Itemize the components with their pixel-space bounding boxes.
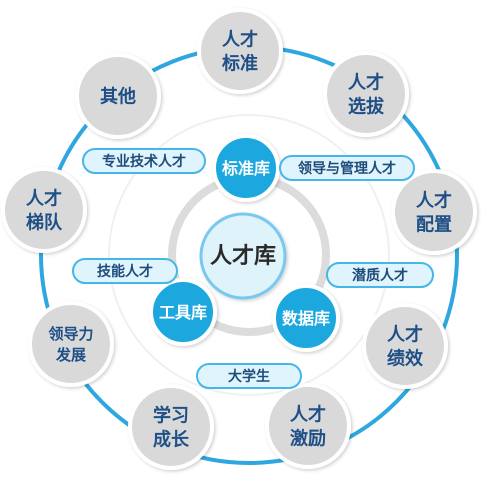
outer-node-label-leadership-development-1: 领导力 (47, 325, 93, 343)
tag-label-college-students: 大学生 (228, 368, 270, 385)
outer-node-others (75, 53, 161, 139)
outer-node-label-talent-performance-1: 人才 (387, 323, 423, 345)
outer-node-label-talent-echelon-2: 梯队 (26, 211, 63, 233)
tag-leadership-management (279, 155, 415, 181)
center-node (199, 212, 287, 300)
outer-node-label-talent-allocation-2: 配置 (416, 214, 452, 235)
outer-node-label-talent-echelon-1: 人才 (26, 187, 62, 209)
tag-label-skilled-talent: 技能人才 (97, 263, 153, 280)
outer-node-talent-performance (362, 303, 448, 389)
tag-skilled-talent (72, 258, 178, 284)
outer-node-talent-allocation (391, 169, 477, 255)
outer-node-label-standard-talent-2: 标准 (221, 52, 258, 74)
outer-node-leadership-development (28, 301, 114, 387)
outer-node-label-talent-selection-2: 选拔 (348, 95, 385, 117)
outer-node-talent-selection (323, 51, 409, 137)
outer-node-label-learning-growth-2: 成长 (153, 428, 190, 450)
tag-label-professional-technical: 专业技术人才 (102, 153, 186, 170)
outer-node-label-talent-selection-1: 人才 (348, 71, 384, 93)
outer-node-label-talent-performance-2: 绩效 (387, 347, 424, 369)
outer-node-label-learning-growth-1: 学习 (153, 404, 189, 426)
outer-node-label-others-1: 其他 (100, 85, 136, 107)
hub-label-data: 数据库 (282, 309, 330, 328)
tag-label-potential-talent: 潜质人才 (352, 267, 408, 284)
hub-node-standard (212, 134, 280, 202)
outer-node-label-standard-talent-1: 人才 (222, 28, 258, 50)
outer-node-label-leadership-development-2: 发展 (55, 346, 86, 364)
hub-label-standard: 标准库 (221, 159, 270, 178)
tag-potential-talent (326, 262, 434, 288)
tag-label-leadership-management: 领导与管理人才 (298, 160, 396, 177)
outer-node-label-talent-allocation-1: 人才 (416, 189, 452, 211)
center-label: 人才库 (210, 243, 276, 269)
hub-node-data (272, 284, 340, 352)
outer-node-label-talent-incentive-2: 激励 (290, 427, 326, 449)
guide-ring (108, 114, 390, 396)
outer-node-label-talent-incentive-1: 人才 (290, 403, 326, 425)
outer-node-standard-talent (197, 8, 283, 94)
outer-node-learning-growth (128, 384, 214, 470)
tag-professional-technical (82, 148, 206, 174)
hub-label-tools: 工具库 (159, 303, 207, 322)
outer-node-talent-echelon (1, 167, 87, 253)
hub-node-tools (149, 278, 217, 346)
tag-college-students (196, 363, 302, 389)
outer-node-talent-incentive (265, 383, 351, 469)
